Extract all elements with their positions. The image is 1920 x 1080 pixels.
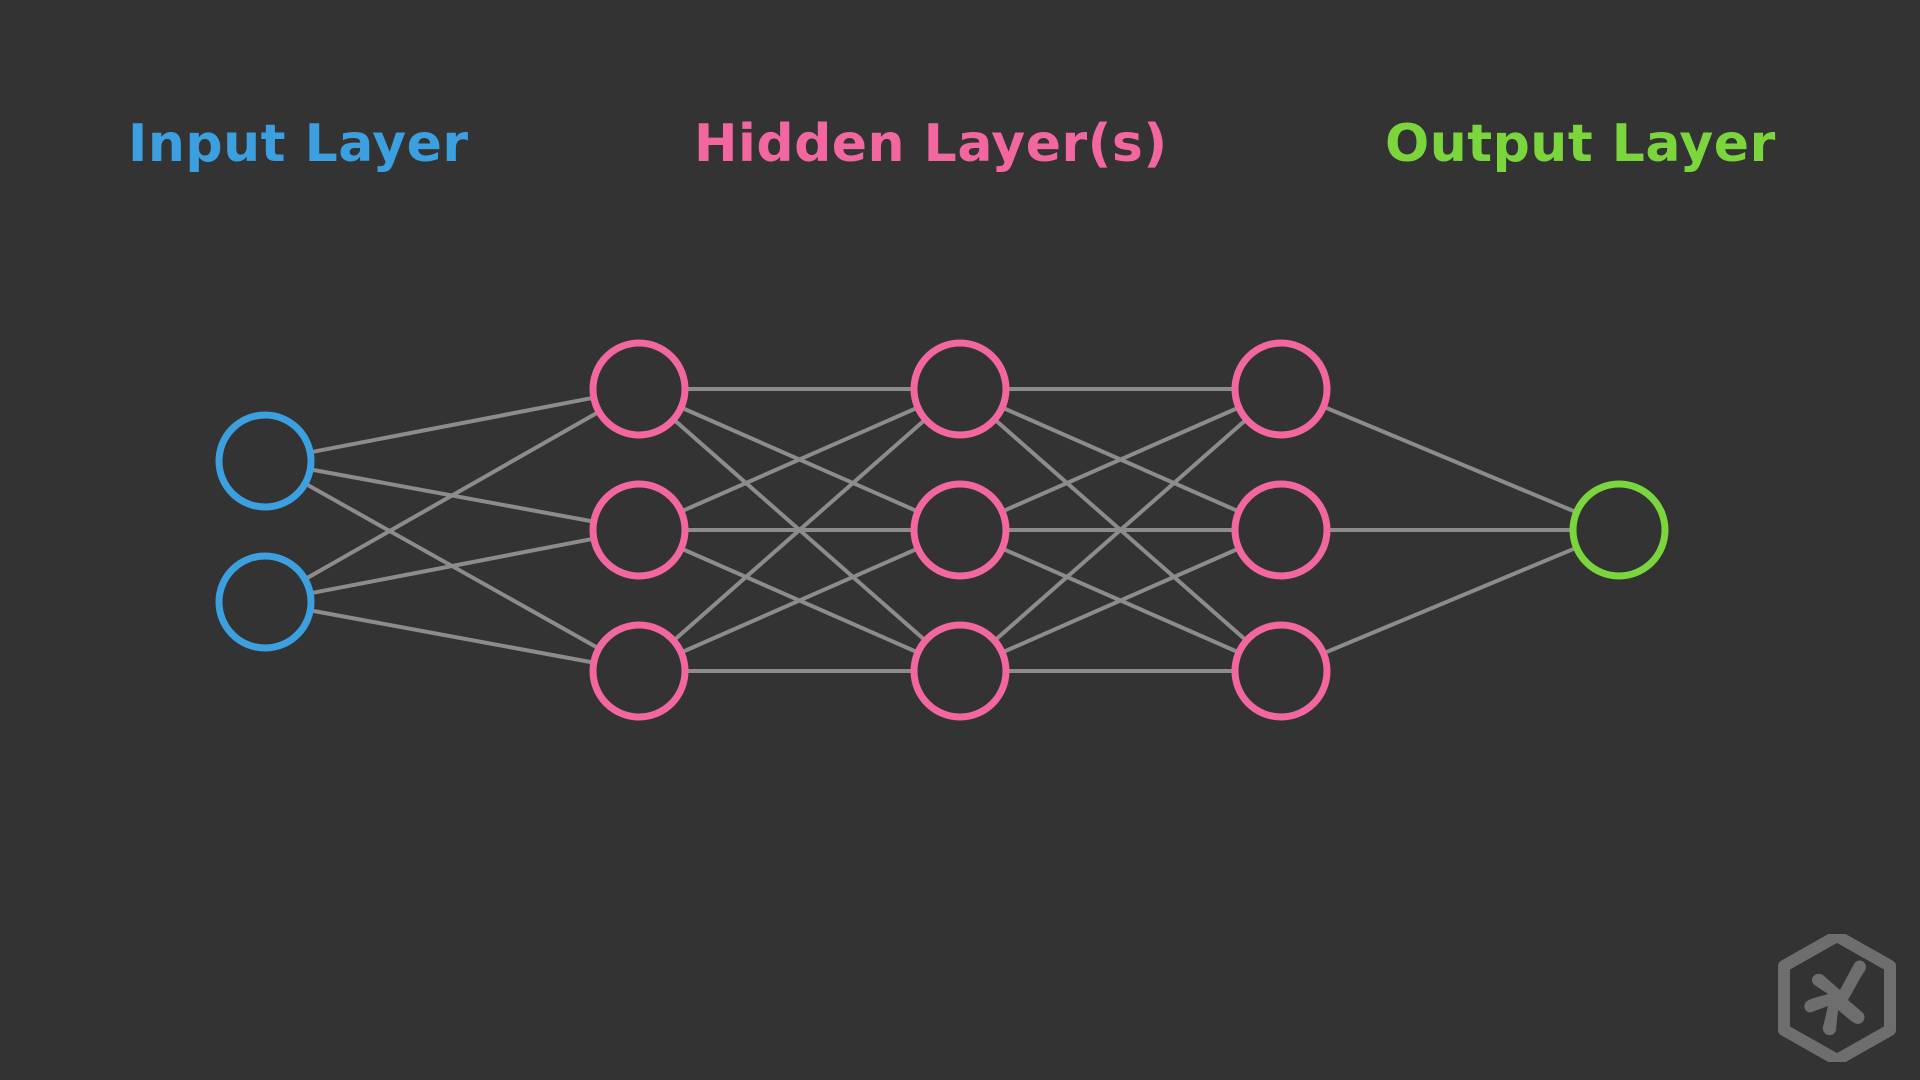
edge <box>308 536 596 596</box>
edge <box>1000 546 1241 655</box>
edge <box>1321 545 1579 656</box>
edge <box>1000 405 1241 514</box>
node-o1[interactable] <box>1569 480 1669 580</box>
node-h2a[interactable] <box>910 339 1010 439</box>
input-layer-label: Input Layer <box>128 114 469 174</box>
output-layer-label: Output Layer <box>1385 114 1776 174</box>
node-h3c[interactable] <box>1231 621 1331 721</box>
edge <box>308 395 596 455</box>
node-h2b[interactable] <box>910 480 1010 580</box>
edge <box>302 409 602 582</box>
edge <box>671 417 928 643</box>
node-h3b[interactable] <box>1231 480 1331 580</box>
node-h1a[interactable] <box>589 339 689 439</box>
edge <box>679 546 920 655</box>
node-h2c[interactable] <box>910 621 1010 721</box>
node-h1b[interactable] <box>589 480 689 580</box>
node-i1[interactable] <box>215 411 315 511</box>
node-i2[interactable] <box>215 552 315 652</box>
edge <box>1321 404 1579 515</box>
edge-group <box>302 387 1579 673</box>
hidden-layer-label: Hidden Layer(s) <box>694 114 1168 174</box>
node-group <box>215 339 1669 721</box>
node-h1c[interactable] <box>589 621 689 721</box>
edge <box>992 417 1249 643</box>
hexagon-neuron-logo-icon <box>1778 934 1896 1062</box>
edge <box>679 405 920 514</box>
edge <box>308 608 596 665</box>
node-h3a[interactable] <box>1231 339 1331 439</box>
